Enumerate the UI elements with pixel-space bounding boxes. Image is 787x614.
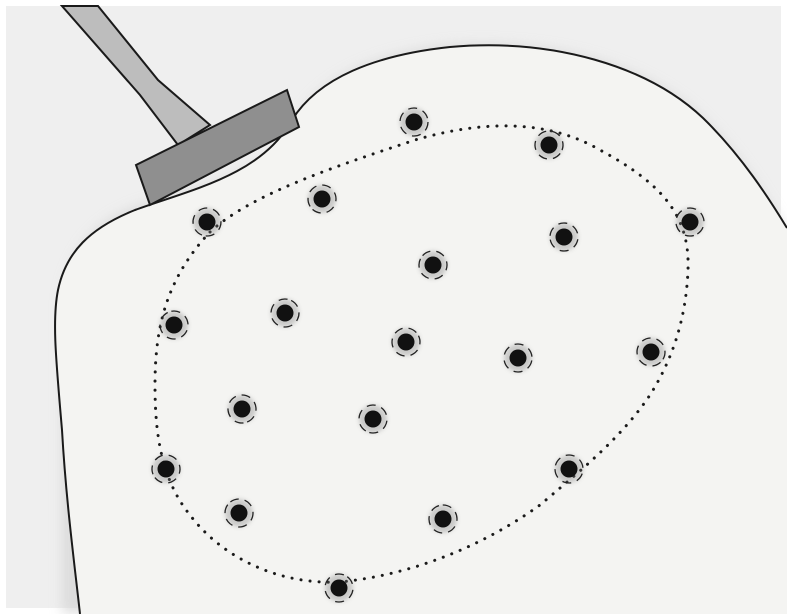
marker-dot xyxy=(331,580,348,597)
marker-dot xyxy=(398,334,415,351)
marker-dot xyxy=(643,344,660,361)
marker-dot xyxy=(435,511,452,528)
marker-dot xyxy=(166,317,183,334)
marker-dot xyxy=(556,229,573,246)
marker-dot xyxy=(277,305,294,322)
marker-dot xyxy=(406,114,423,131)
marker-dot xyxy=(682,214,699,231)
marker-dot xyxy=(561,461,578,478)
marker-dot xyxy=(365,411,382,428)
marker-dot xyxy=(541,137,558,154)
marker-dot xyxy=(425,257,442,274)
marker-dot xyxy=(510,350,527,367)
marker-dot xyxy=(158,461,175,478)
marker-dot xyxy=(231,505,248,522)
point-marker xyxy=(400,108,428,136)
marker-dot xyxy=(199,214,216,231)
marker-dot xyxy=(234,401,251,418)
marker-dot xyxy=(314,191,331,208)
